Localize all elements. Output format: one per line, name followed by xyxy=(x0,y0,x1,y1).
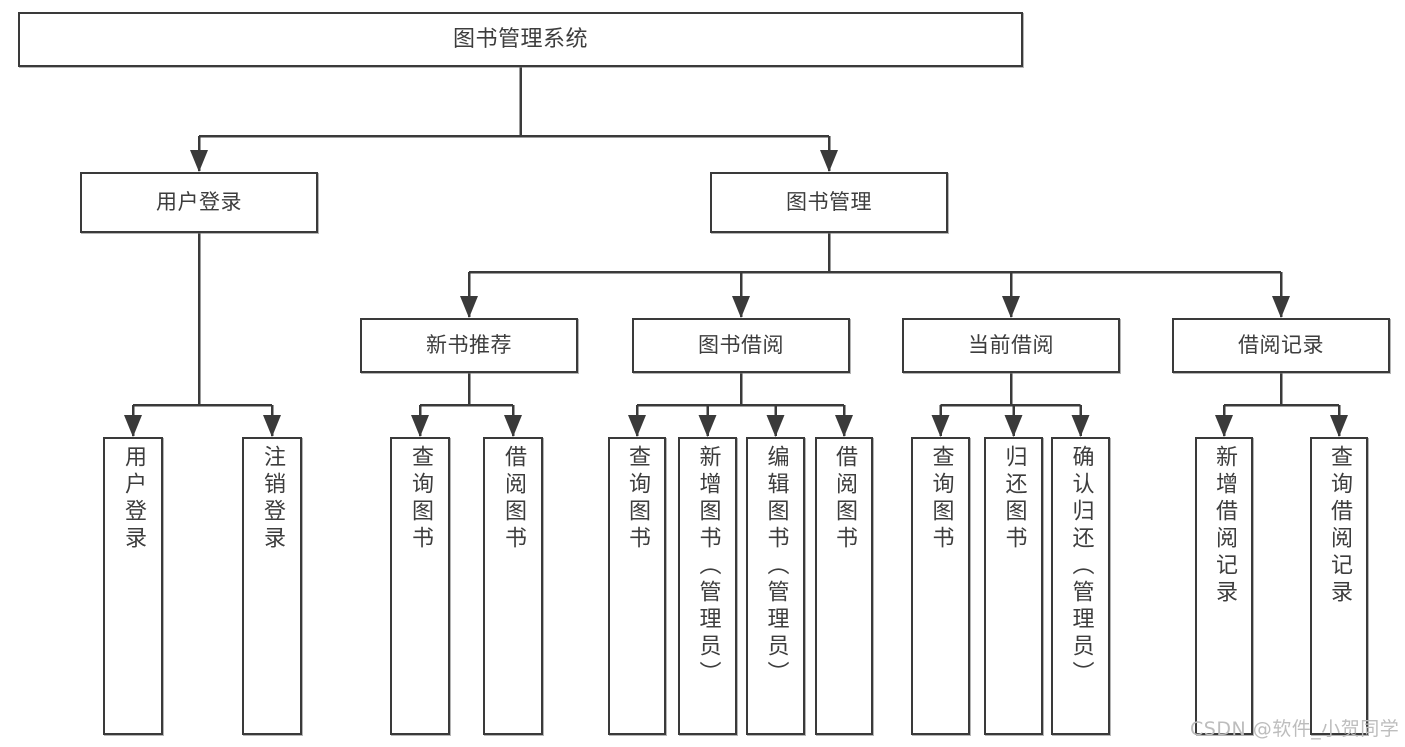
node-leaf-confirm-return[interactable]: 确认归还（管理员） xyxy=(1051,437,1110,735)
node-leaf-logout[interactable]: 注销登录 xyxy=(242,437,302,735)
node-leaf-edit-book[interactable]: 编辑图书（管理员） xyxy=(746,437,805,735)
arrow-head-icon xyxy=(835,415,853,437)
arrow-head-icon xyxy=(1004,415,1023,437)
node-user-login[interactable]: 用户登录 xyxy=(80,172,318,233)
arrow-head-icon xyxy=(1002,296,1020,318)
node-label: 借阅图书 xyxy=(832,445,857,553)
node-label: 查询图书 xyxy=(408,445,433,553)
node-leaf-query-book-rec[interactable]: 查询图书 xyxy=(390,437,450,735)
arrow-head-icon xyxy=(190,150,208,172)
node-leaf-query-book-cb[interactable]: 查询图书 xyxy=(911,437,970,735)
node-leaf-query-book-br[interactable]: 查询图书 xyxy=(608,437,666,735)
node-leaf-borrow-book-rec[interactable]: 借阅图书 xyxy=(483,437,543,735)
node-root[interactable]: 图书管理系统 xyxy=(18,12,1023,67)
node-leaf-query-record[interactable]: 查询借阅记录 xyxy=(1310,437,1368,735)
node-label: 图书管理 xyxy=(786,190,872,215)
arrow-head-icon xyxy=(820,150,838,172)
arrow-head-icon xyxy=(124,415,142,437)
node-current-borrow[interactable]: 当前借阅 xyxy=(902,318,1120,373)
node-label: 归还图书 xyxy=(1001,445,1027,553)
node-book-manage[interactable]: 图书管理 xyxy=(710,172,948,233)
node-label: 当前借阅 xyxy=(968,333,1054,358)
node-label: 确认归还（管理员） xyxy=(1068,445,1094,688)
node-leaf-user-login[interactable]: 用户登录 xyxy=(103,437,163,735)
node-leaf-add-record[interactable]: 新增借阅记录 xyxy=(1195,437,1253,735)
node-new-book-rec[interactable]: 新书推荐 xyxy=(360,318,578,373)
arrow-head-icon xyxy=(1272,296,1290,318)
node-leaf-add-book[interactable]: 新增图书（管理员） xyxy=(678,437,737,735)
arrow-head-icon xyxy=(1071,415,1090,437)
arrow-head-icon xyxy=(931,415,950,437)
arrow-head-icon xyxy=(460,296,478,318)
node-leaf-return-book[interactable]: 归还图书 xyxy=(984,437,1043,735)
node-label: 查询借阅记录 xyxy=(1327,445,1352,607)
arrow-head-icon xyxy=(698,415,717,437)
arrow-head-icon xyxy=(1215,415,1233,437)
node-label: 图书借阅 xyxy=(698,333,784,358)
node-label: 用户登录 xyxy=(156,190,242,215)
arrow-head-icon xyxy=(628,415,646,437)
arrow-head-icon xyxy=(732,296,750,318)
node-label: 新增借阅记录 xyxy=(1212,445,1237,607)
node-label: 借阅图书 xyxy=(501,445,526,553)
arrow-head-icon xyxy=(263,415,281,437)
node-label: 新书推荐 xyxy=(426,333,512,358)
node-label: 借阅记录 xyxy=(1238,333,1324,358)
arrow-head-icon xyxy=(411,415,429,437)
node-label: 查询图书 xyxy=(625,445,650,553)
node-label: 图书管理系统 xyxy=(452,26,588,52)
arrow-head-icon xyxy=(504,415,522,437)
node-book-borrow[interactable]: 图书借阅 xyxy=(632,318,850,373)
node-borrow-record[interactable]: 借阅记录 xyxy=(1172,318,1390,373)
node-leaf-borrow-book-br[interactable]: 借阅图书 xyxy=(815,437,873,735)
node-label: 注销登录 xyxy=(260,445,285,553)
arrow-head-icon xyxy=(1330,415,1348,437)
node-label: 新增图书（管理员） xyxy=(695,445,721,688)
node-label: 查询图书 xyxy=(928,445,954,553)
node-label: 用户登录 xyxy=(121,445,146,553)
arrow-head-icon xyxy=(766,415,785,437)
node-label: 编辑图书（管理员） xyxy=(763,445,789,688)
